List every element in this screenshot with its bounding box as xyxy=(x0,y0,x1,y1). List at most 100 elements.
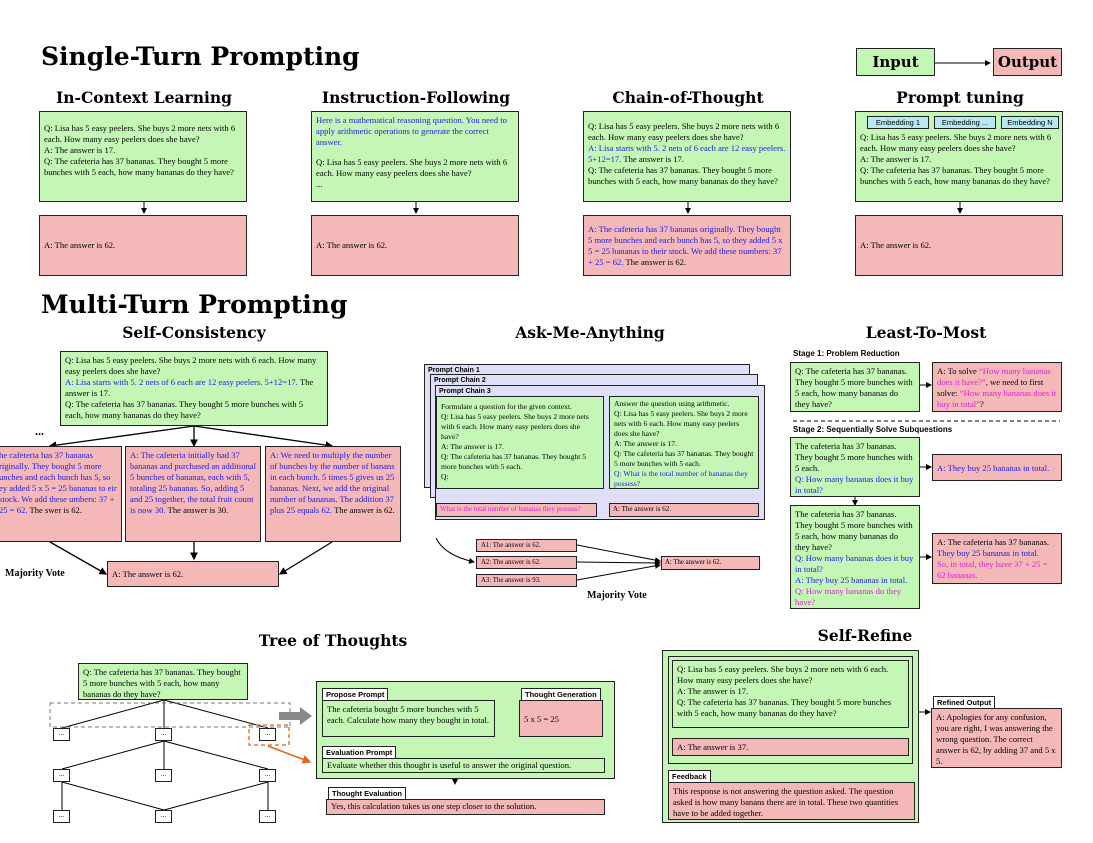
tot-node: ... xyxy=(259,769,276,782)
tot-title: Tree of Thoughts xyxy=(258,631,408,650)
ltm-stage1-a-q1: “How many bananas does it have?” xyxy=(937,366,1051,387)
ltm-stage1-a-pre: A: To solve xyxy=(937,366,979,376)
cot-q2: Q: The cafeteria has 37 bananas. They bo… xyxy=(588,165,778,186)
ama-left-out: What is the total number of bananas they… xyxy=(436,503,597,517)
ltm-stage1: Stage 1: Problem Reduction xyxy=(793,349,900,358)
ama-final: A: The answer is 62. xyxy=(661,556,760,570)
sc-path-3: A: We need to multiply the number of bun… xyxy=(265,446,401,542)
tot-node: ... xyxy=(53,728,70,741)
ama-right-line: A: The answer is 17. xyxy=(614,439,677,448)
ama-left-line: Q: The cafeteria has 37 bananas. They bo… xyxy=(441,452,587,471)
icl-output: A: The answer is 62. xyxy=(39,215,247,276)
sc-path1-head: he cafeteria has 37 bananas xyxy=(0,450,94,460)
sr-feedback: This response is not answering the quest… xyxy=(668,782,915,820)
ltm-title: Least-To-Most xyxy=(865,323,987,342)
tot-teval: Yes, this calculation takes us one step … xyxy=(326,799,605,815)
ltm-s2-a-out: A: They buy 25 bananas in total. xyxy=(932,454,1062,481)
ltm-s2b-out-mag: So, in total, they have 37 + 25 = 62 ban… xyxy=(937,559,1048,580)
instruction-output: A: The answer is 62. xyxy=(311,215,519,276)
sc-path2-tail: The answer is 30. xyxy=(167,505,229,515)
icl-input-line: Q: Lisa has 5 easy peelers. She buys 2 m… xyxy=(44,123,236,144)
ama-majority-vote: Majority Vote xyxy=(587,590,647,601)
pt-input-line: A: The answer is 17. xyxy=(860,154,932,164)
self-refine-title: Self-Refine xyxy=(817,626,913,645)
ama-left-box: Formulate a question for the given conte… xyxy=(436,396,604,489)
cot-output: A: The cafeteria has 37 bananas original… xyxy=(583,215,791,276)
icl-input: Q: Lisa has 5 easy peelers. She buys 2 m… xyxy=(39,111,247,202)
prompt-tuning-title: Prompt tuning xyxy=(896,88,1024,107)
sc-input: Q: Lisa has 5 easy peelers. She buys 2 m… xyxy=(60,351,328,426)
ama-left-line: Q: Lisa has 5 easy peelers. She buys 2 m… xyxy=(441,412,589,441)
multi-turn-heading: Multi-Turn Prompting xyxy=(41,290,348,319)
ltm-stage1-a-mid: , we need to first solve: xyxy=(937,377,1044,398)
instruction-question: Q: Lisa has 5 easy peelers. She buys 2 m… xyxy=(316,157,508,178)
sc-path3: A: We need to multiply the number of bun… xyxy=(270,450,395,515)
cot-output-reasoning: A: The cafeteria has 37 bananas original… xyxy=(588,224,783,267)
cot-input: Q: Lisa has 5 easy peelers. She buys 2 m… xyxy=(583,111,791,202)
ama-left-line: Q: xyxy=(441,472,449,481)
cot-output-tail: The answer is 62. xyxy=(625,257,687,267)
tot-node: ... xyxy=(155,769,172,782)
legend-output: Output xyxy=(993,48,1062,76)
ama-right-line: Q: Lisa has 5 easy peelers. She buys 2 m… xyxy=(614,409,748,438)
cot-a1-tail: The answer is 17. xyxy=(623,154,684,164)
sc-path3-tail: The answer is 62. xyxy=(334,505,395,515)
embedding-chip: Embedding N xyxy=(1001,116,1059,129)
ltm-stage1-a-q2: “How many bananas does it buy in total” xyxy=(937,388,1057,409)
tot-root: Q: The cafeteria has 37 bananas. They bo… xyxy=(78,663,248,700)
ltm-s2-a1: A: They buy 25 bananas in total. xyxy=(937,463,1050,473)
sc-a1-tail: The answer is 17. xyxy=(65,377,314,398)
ltm-s2b-ctx: The cafeteria has 37 bananas. They bough… xyxy=(795,509,913,552)
self-consistency-title: Self-Consistency xyxy=(122,323,266,342)
ama-right-line: Q: The cafeteria has 37 bananas. They bo… xyxy=(614,449,754,468)
sc-path1: riginally. They bought 5 more unches and… xyxy=(0,461,117,515)
tot-node: ... xyxy=(155,728,172,741)
pt-input-line: Q: The cafeteria has 37 bananas. They bo… xyxy=(860,165,1050,186)
ama-left-line: Formulate a question for the given conte… xyxy=(441,402,572,411)
ltm-stage1-q: Q: The cafeteria has 37 bananas. They bo… xyxy=(790,362,920,412)
legend-input: Input xyxy=(856,48,935,76)
ama-answer-2: A2: The answer is 62. xyxy=(476,556,577,569)
sr-draft: A: The answer is 37. xyxy=(672,738,909,756)
tot-propose-label: Propose Prompt xyxy=(322,688,389,701)
ama-right-box: Answer the question using arithmetic. Q:… xyxy=(609,396,759,489)
tot-node: ... xyxy=(53,769,70,782)
sc-final: A: The answer is 62. xyxy=(107,561,279,587)
icl-input-line: A: The answer is 17. xyxy=(44,145,116,155)
ltm-s2-b: The cafeteria has 37 bananas. They bough… xyxy=(790,505,920,609)
sc-a1: A: Lisa starts with 5. 2 nets of 6 each … xyxy=(65,377,298,387)
instruction-input: Here is a mathematical reasoning questio… xyxy=(311,111,519,202)
ama-answer-3: A3: The answer is 93. xyxy=(476,574,577,587)
tot-propose: The cafeteria bought 5 more bunches with… xyxy=(322,700,495,737)
ltm-stage1-a-end: ? xyxy=(979,399,984,409)
embedding-chip: Embedding ... xyxy=(934,116,996,129)
sr-q2: Q: The cafeteria has 37 bananas. They bo… xyxy=(677,697,892,718)
cot-q1: Q: Lisa has 5 easy peelers. She buys 2 m… xyxy=(588,121,780,142)
ltm-stage2: Stage 2: Sequentially Solve Subquestions xyxy=(793,425,953,434)
ama-left-line: A: The answer is 17. xyxy=(441,442,504,451)
ltm-s2b-q2: Q: How many bananas do they have? xyxy=(795,586,902,607)
ama-right-q: Q: What is the total number of bananas t… xyxy=(614,469,748,488)
tot-node: ... xyxy=(53,810,70,823)
ltm-stage1-a: A: To solve “How many bananas does it ha… xyxy=(932,362,1062,412)
sr-input: Q: Lisa has 5 easy peelers. She buys 2 m… xyxy=(672,660,909,728)
sc-path-1: he cafeteria has 37 bananas riginally. T… xyxy=(0,446,122,542)
icl-input-line: Q: The cafeteria has 37 bananas. They bo… xyxy=(44,156,234,177)
sc-q2: Q: The cafeteria has 37 bananas. They bo… xyxy=(65,399,304,420)
ltm-s2-a: The cafeteria has 37 bananas. They bough… xyxy=(790,437,920,497)
ltm-s2b-a1: A: They buy 25 bananas in total. xyxy=(795,575,908,585)
sc-path-2: A: The cafeteria initially had 37 banana… xyxy=(125,446,261,542)
ltm-s2-q1: Q: How many bananas does it buy in total… xyxy=(795,474,914,495)
sc-path1-tail: The swer is 62. xyxy=(29,505,82,515)
ltm-s2-b-out: A: The cafeteria has 37 bananas. They bu… xyxy=(932,533,1062,584)
ltm-s2b-q1: Q: How many bananas does it buy in total… xyxy=(795,553,914,574)
ltm-s2b-out-blue: They buy 25 bananas in total. xyxy=(937,548,1039,558)
cot-title: Chain-of-Thought xyxy=(612,88,764,107)
ama-answer-1: A1: The answer is 62. xyxy=(476,539,577,552)
sc-majority-vote: Majority Vote xyxy=(5,568,65,579)
instruction-text: Here is a mathematical reasoning questio… xyxy=(316,115,507,147)
sr-a1: A: The answer is 17. xyxy=(677,686,749,696)
instruction-title: Instruction-Following xyxy=(321,88,511,107)
ltm-s2b-out-pre: A: The cafeteria has 37 bananas. xyxy=(937,537,1049,547)
instruction-ellipsis: ... xyxy=(316,179,323,189)
